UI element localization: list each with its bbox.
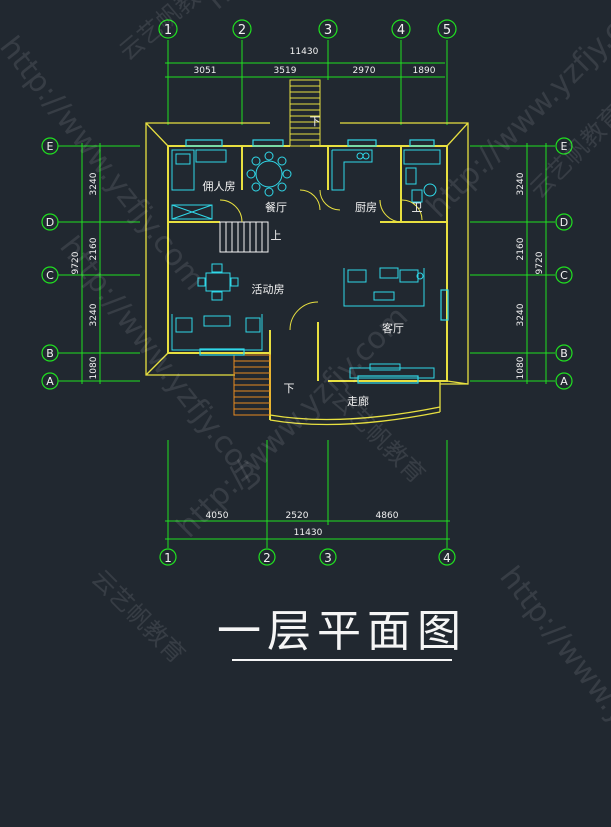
top-dim-4: 1890 (413, 66, 436, 76)
windows (185, 139, 449, 384)
axis-left-D: D (46, 216, 54, 229)
top-dim-2: 3519 (274, 66, 297, 76)
axis-right-C: C (560, 269, 568, 282)
axis-top-3: 3 (324, 23, 332, 38)
right-dimension-group (470, 143, 555, 384)
axis-right-E: E (561, 140, 568, 153)
bottom-axis-bubbles (159, 548, 456, 566)
axis-top-4: 4 (397, 23, 405, 38)
right-dim-3: 3240 (516, 303, 526, 326)
top-dimension-group (165, 40, 448, 125)
bottom-dim-2: 2520 (286, 511, 309, 521)
left-axis-bubbles (41, 137, 59, 390)
stair-down-label-entry: 下 (284, 382, 295, 395)
axis-top-2: 2 (238, 23, 246, 38)
top-dim-3: 2970 (353, 66, 376, 76)
interior-stair (219, 221, 269, 253)
left-dim-1: 3240 (89, 172, 99, 195)
room-dining: 餐厅 (265, 200, 287, 214)
room-kitchen: 厨房 (355, 201, 377, 214)
top-dim-1: 3051 (194, 66, 217, 76)
axis-bottom-2: 2 (263, 551, 271, 565)
bottom-dimension-group (165, 440, 450, 548)
axis-right-A: A (560, 375, 568, 388)
doors (219, 189, 423, 331)
top-total-dim: 11430 (290, 47, 319, 57)
room-living: 客厅 (382, 321, 404, 335)
entrance-steps (233, 354, 271, 416)
right-dim-4: 1080 (516, 356, 526, 379)
right-dim-1: 3240 (516, 172, 526, 195)
axis-left-B: B (46, 347, 54, 360)
axis-bottom-3: 3 (324, 551, 332, 565)
room-activity: 活动房 (252, 283, 285, 296)
axis-bottom-4: 4 (443, 551, 451, 565)
stair-up-label: 上 (271, 229, 282, 242)
floor-plan-svg: 11430 3051 3519 2970 1890 1 2 3 4 5 9720… (41, 19, 573, 661)
right-axis-bubbles (555, 137, 573, 390)
axis-right-D: D (560, 216, 568, 229)
building-outline (145, 122, 469, 385)
axis-left-E: E (47, 140, 54, 153)
axis-top-5: 5 (443, 23, 451, 38)
left-dim-4: 1080 (89, 356, 99, 379)
drawing-title: 一层平面图 (217, 606, 467, 657)
axis-bottom-1: 1 (164, 551, 172, 565)
corridor-porch (269, 381, 441, 426)
furniture (171, 149, 441, 379)
left-dimension-group (58, 143, 140, 384)
top-stair (289, 79, 321, 147)
axis-left-A: A (46, 375, 54, 388)
stair-down-label-top: 下 (310, 115, 321, 128)
room-corridor: 走廊 (347, 394, 369, 408)
left-dim-2: 2160 (89, 237, 99, 260)
bottom-total-dim: 11430 (294, 528, 323, 538)
room-servant: 佣人房 (203, 180, 236, 193)
right-dim-2: 2160 (516, 237, 526, 260)
top-axis-bubbles (158, 19, 457, 39)
left-dim-total: 9720 (71, 251, 81, 274)
right-dim-total: 9720 (535, 251, 545, 274)
bottom-dim-1: 4050 (206, 511, 229, 521)
room-bath: 卫 (412, 201, 423, 214)
axis-top-1: 1 (164, 23, 172, 38)
bottom-dim-3: 4860 (376, 511, 399, 521)
axis-right-B: B (560, 347, 568, 360)
left-dim-3: 3240 (89, 303, 99, 326)
axis-left-C: C (46, 269, 54, 282)
